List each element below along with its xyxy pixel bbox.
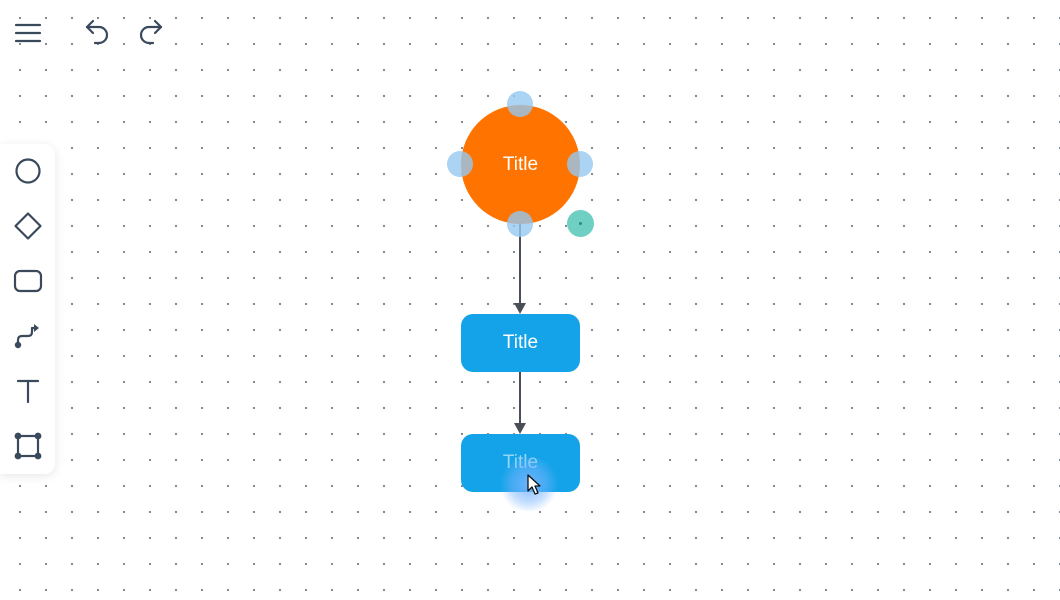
- circle-tool[interactable]: [6, 149, 50, 193]
- circle-node-label: Title: [502, 153, 539, 175]
- undo-button[interactable]: [77, 12, 117, 52]
- rect-node-1[interactable]: Title: [461, 314, 580, 372]
- diamond-tool[interactable]: [6, 204, 50, 248]
- connector-rect1-to-rect2[interactable]: [514, 372, 526, 434]
- connector-circle-to-rect1[interactable]: [514, 224, 526, 314]
- undo-icon: [85, 19, 109, 45]
- top-toolbar: [0, 0, 200, 66]
- shape-toolbar: [0, 144, 55, 474]
- frame-tool[interactable]: [6, 424, 50, 468]
- rect-node-2[interactable]: Title: [461, 434, 580, 492]
- hamburger-menu-icon: [14, 23, 42, 43]
- frame-icon: [14, 432, 42, 460]
- menu-button[interactable]: [8, 13, 48, 53]
- connection-handle-right[interactable]: [567, 151, 593, 177]
- connection-handle-bottom[interactable]: [507, 211, 533, 237]
- connection-handle-left[interactable]: [447, 151, 473, 177]
- connection-handle-top[interactable]: [507, 91, 533, 117]
- circle-icon: [15, 158, 41, 184]
- rounded-rectangle-icon: [13, 269, 43, 293]
- circle-node[interactable]: Title: [461, 105, 580, 224]
- diamond-icon: [14, 212, 42, 240]
- text-tool[interactable]: [6, 369, 50, 413]
- redo-button[interactable]: [131, 12, 171, 52]
- rect-node-1-label: Title: [502, 332, 539, 353]
- text-icon: [16, 379, 40, 404]
- rectangle-tool[interactable]: [6, 259, 50, 303]
- redo-icon: [139, 19, 163, 45]
- connector-icon: [14, 324, 39, 349]
- rotate-handle[interactable]: [567, 210, 594, 237]
- connector-tool[interactable]: [6, 314, 50, 358]
- rect-node-2-label: Title: [502, 452, 539, 473]
